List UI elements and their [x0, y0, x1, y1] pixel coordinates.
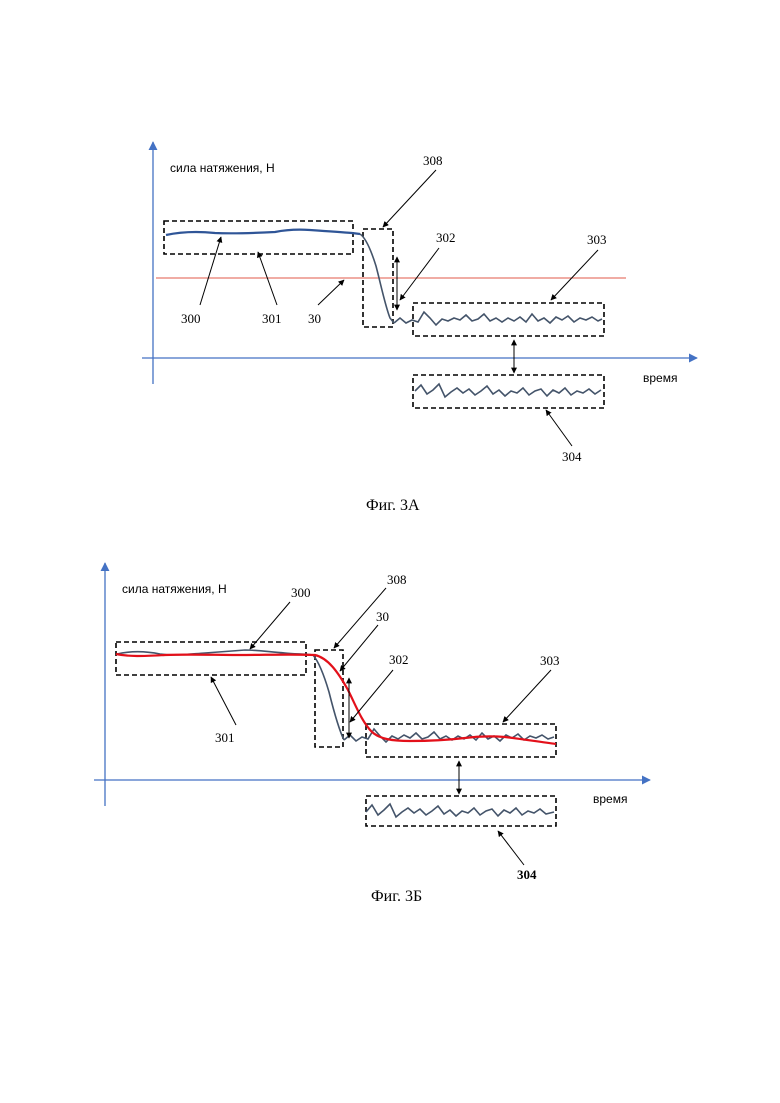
label-302-a: 302 [436, 230, 456, 245]
caption-3b: Фиг. 3Б [371, 888, 422, 905]
label-300-a: 300 [181, 311, 201, 326]
leader-308-a [383, 170, 436, 227]
leader-302-b [350, 670, 393, 722]
label-308-a: 308 [423, 153, 443, 168]
signal-noise-304-a [415, 384, 601, 397]
caption-3a: Фиг. 3А [366, 497, 420, 514]
y-axis-label-a: сила натяжения, Н [170, 161, 275, 175]
leader-303-b [503, 670, 551, 722]
x-axis-label-b: время [593, 792, 627, 806]
label-301-b: 301 [215, 730, 235, 745]
leader-304-b [498, 831, 524, 865]
label-30-b: 30 [376, 609, 389, 624]
signal-drop-b [313, 655, 344, 740]
label-302-b: 302 [389, 652, 409, 667]
figure-3b: сила натяжения, Н время 300 301 308 30 3… [94, 563, 650, 905]
box-301-a [164, 221, 353, 254]
label-301-a: 301 [262, 311, 282, 326]
box-301-b [116, 642, 306, 675]
leader-302-a [400, 248, 439, 300]
leader-304-a [546, 410, 572, 446]
leader-30-b [340, 625, 378, 671]
leader-303-a [551, 250, 598, 300]
x-axis-label-a: время [643, 371, 677, 385]
leader-300-a [200, 237, 221, 305]
y-axis-label-b: сила натяжения, Н [122, 582, 227, 596]
label-30-a: 30 [308, 311, 321, 326]
leader-30-a [318, 280, 344, 305]
label-303-b: 303 [540, 653, 560, 668]
label-304-b: 304 [517, 867, 537, 882]
label-308-b: 308 [387, 572, 407, 587]
label-304-a: 304 [562, 449, 582, 464]
signal-steady-a [166, 230, 360, 235]
signal-noise-a [394, 312, 602, 325]
label-303-a: 303 [587, 232, 607, 247]
label-300-b: 300 [291, 585, 311, 600]
filtered-curve-b [116, 654, 556, 744]
figure-3a: сила натяжения, Н время 300 301 30 308 3… [142, 142, 697, 514]
signal-noise-304-b [366, 804, 554, 817]
leader-301-b [211, 677, 236, 725]
